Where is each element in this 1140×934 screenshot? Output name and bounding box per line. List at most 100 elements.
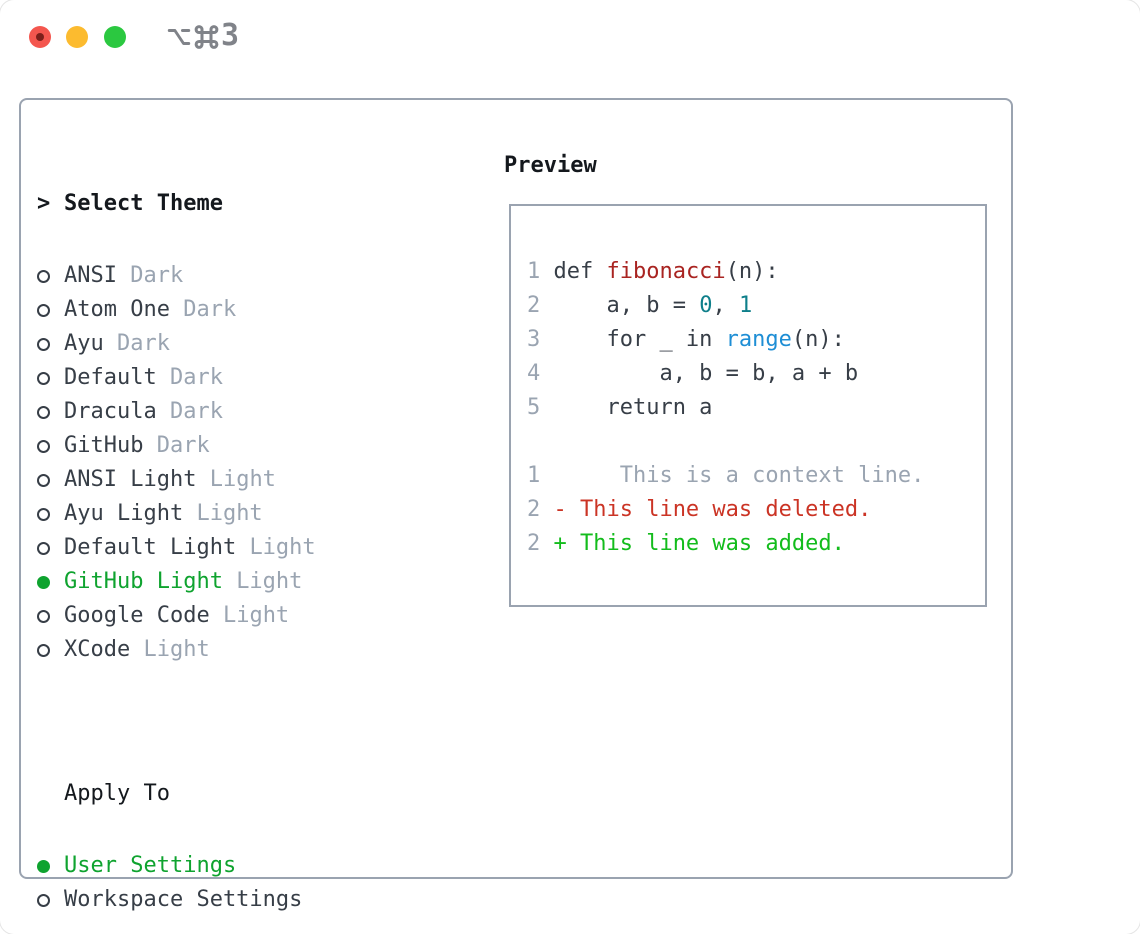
theme-option-atom-one[interactable]: Atom One Dark: [37, 293, 408, 327]
line-number: 2: [527, 497, 541, 522]
radio-selected-icon: [37, 575, 64, 589]
theme-variant-label: Light: [249, 535, 316, 560]
theme-option-ansi[interactable]: ANSI Dark: [37, 259, 408, 293]
theme-option-label: GitHub Light: [64, 569, 237, 594]
code-segment-code: (n):: [791, 327, 845, 352]
preview-line: 2 + This line was added.: [527, 527, 985, 561]
line-number: 2: [527, 531, 541, 556]
theme-menu-header: > Select Theme: [37, 187, 408, 221]
theme-option-ayu[interactable]: Ayu Dark: [37, 327, 408, 361]
code-segment-number: 0: [699, 293, 713, 318]
preview-line: 3 for _ in range(n):: [527, 323, 985, 357]
apply-menu-title: Apply To: [64, 781, 170, 806]
theme-variant-label: Dark: [183, 297, 237, 322]
apply-option-user-settings[interactable]: User Settings: [37, 849, 408, 883]
preview-line: 2 - This line was deleted.: [527, 493, 985, 527]
code-segment-deleted: - This line was deleted.: [553, 497, 872, 522]
line-number: 5: [527, 395, 541, 420]
radio-icon: [37, 405, 64, 419]
radio-icon: [37, 643, 64, 657]
theme-variant-label: Dark: [130, 263, 184, 288]
line-number: 2: [527, 293, 541, 318]
line-number: 4: [527, 361, 541, 386]
apply-option-workspace-settings[interactable]: Workspace Settings: [37, 883, 408, 917]
theme-variant-label: Dark: [116, 331, 170, 356]
code-segment-code: for _ in: [553, 327, 726, 352]
theme-option-default[interactable]: Default Dark: [37, 361, 408, 395]
titlebar: 3: [0, 0, 1140, 74]
theme-option-label: Default Light: [64, 535, 250, 560]
theme-option-label: XCode: [64, 637, 144, 662]
radio-icon: [37, 269, 64, 283]
line-number: 1: [527, 259, 541, 284]
radio-icon: [37, 473, 64, 487]
code-segment-code: ,: [712, 293, 739, 318]
theme-option-github-light[interactable]: GitHub Light Light: [37, 565, 408, 599]
radio-icon: [37, 609, 64, 623]
cursor-icon: >: [37, 191, 51, 216]
preview-line: [527, 425, 985, 459]
code-segment-number: 1: [738, 293, 753, 318]
line-number: 1: [527, 463, 541, 488]
close-button[interactable]: [29, 26, 51, 48]
code-segment-code: a, b = b, a + b: [553, 361, 859, 386]
command-key-icon: [194, 25, 219, 49]
radio-icon: [37, 507, 64, 521]
theme-variant-label: Light: [209, 467, 276, 492]
code-segment-code: a, b =: [553, 293, 700, 318]
close-dot-icon: [36, 33, 44, 41]
theme-option-label: GitHub: [64, 433, 157, 458]
theme-menu-title: Select Theme: [64, 191, 223, 216]
theme-option-label: Dracula: [64, 399, 170, 424]
theme-variant-label: Light: [196, 501, 263, 526]
preview-line: 4 a, b = b, a + b: [527, 357, 985, 391]
apply-menu-header: Apply To: [37, 777, 408, 811]
option-key-icon: [167, 29, 191, 45]
theme-option-ayu-light[interactable]: Ayu Light Light: [37, 497, 408, 531]
line-number: 3: [527, 327, 541, 352]
theme-option-github[interactable]: GitHub Dark: [37, 429, 408, 463]
theme-option-label: Ayu: [64, 331, 117, 356]
theme-variant-label: Dark: [169, 365, 223, 390]
radio-icon: [37, 541, 64, 555]
code-segment-builtin: range: [725, 327, 792, 352]
apply-option-label: User Settings: [64, 853, 237, 878]
theme-variant-label: Light: [143, 637, 210, 662]
theme-variant-label: Light: [236, 569, 303, 594]
radio-icon: [37, 371, 64, 385]
radio-icon: [37, 337, 64, 351]
theme-option-google-code[interactable]: Google Code Light: [37, 599, 408, 633]
window-title: 3: [166, 18, 240, 54]
code-segment-context: This is a context line.: [553, 463, 925, 488]
code-segment-code: def: [553, 259, 607, 284]
theme-option-label: Default: [64, 365, 170, 390]
theme-option-xcode[interactable]: XCode Light: [37, 633, 408, 667]
radio-selected-icon: [37, 859, 64, 873]
zoom-button[interactable]: [104, 26, 126, 48]
radio-icon: [37, 893, 64, 907]
theme-option-dracula[interactable]: Dracula Dark: [37, 395, 408, 429]
minimize-button[interactable]: [66, 26, 88, 48]
theme-option-ansi-light[interactable]: ANSI Light Light: [37, 463, 408, 497]
radio-icon: [37, 303, 64, 317]
theme-option-label: Ayu Light: [64, 501, 197, 526]
preview-line: 5 return a: [527, 391, 985, 425]
theme-variant-label: Dark: [169, 399, 223, 424]
window-title-number: 3: [221, 18, 240, 53]
preview-line: 2 a, b = 0, 1: [527, 289, 985, 323]
theme-option-label: ANSI Light: [64, 467, 210, 492]
theme-variant-label: Dark: [156, 433, 210, 458]
code-segment-function: fibonacci: [606, 259, 726, 284]
code-segment-added: + This line was added.: [553, 531, 845, 556]
theme-option-default-light[interactable]: Default Light Light: [37, 531, 408, 565]
preview-line: 1 This is a context line.: [527, 459, 985, 493]
theme-option-label: Atom One: [64, 297, 184, 322]
preview-title: Preview: [504, 153, 597, 178]
apply-option-label: Workspace Settings: [64, 887, 303, 912]
